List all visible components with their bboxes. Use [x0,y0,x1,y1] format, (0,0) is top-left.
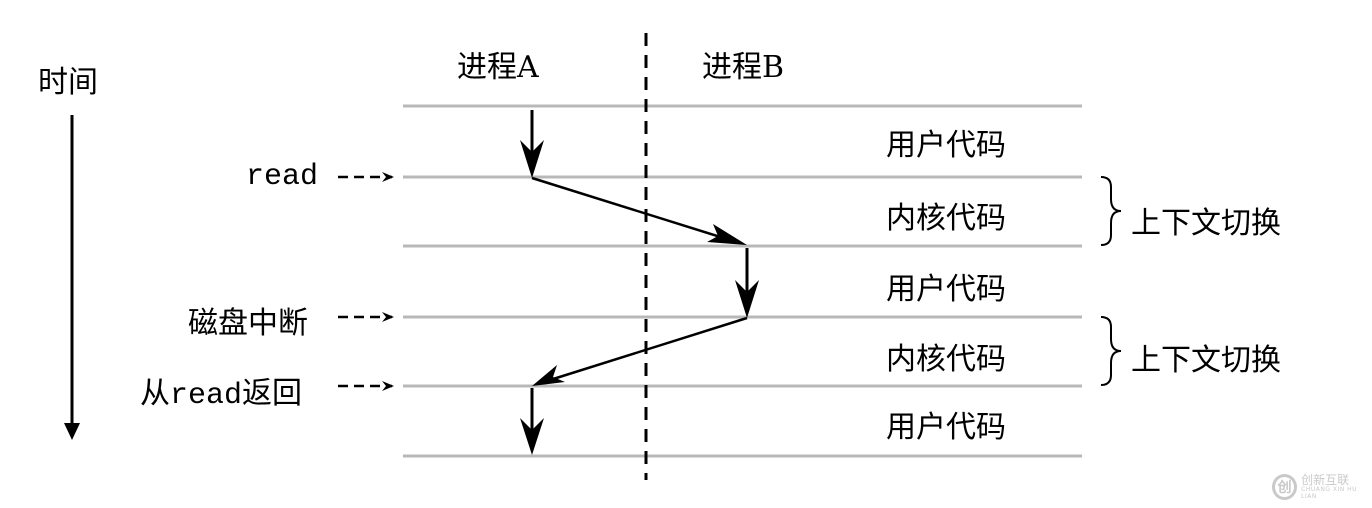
time-label: 时间 [38,65,98,100]
context-switch-label-1: 上下文切换 [1131,206,1281,241]
event-disk-interrupt-label: 磁盘中断 [188,306,308,341]
logo-icon: 创 [1272,474,1298,500]
watermark-sub: CHUANG XIN HU LIAN [1301,486,1358,500]
context-switch-brace-2 [1100,316,1122,386]
row-kernel-code-2: 内核代码 [886,342,1006,377]
flow-arrow-read-switch [531,176,747,245]
process-a-header: 进程A [457,50,539,85]
row-user-code-3: 用户代码 [886,410,1006,445]
return-prefix: 从 [140,376,170,411]
process-b-header: 进程B [702,50,785,85]
flow-arrow-b-user [735,248,759,318]
return-suffix: 返回 [242,376,303,411]
row-kernel-code-1: 内核代码 [886,201,1006,236]
context-switch-brace-1 [1100,176,1122,246]
watermark-logo: 创 创新互联 CHUANG XIN HU LIAN [1272,466,1372,508]
flow-arrow-interrupt-switch [532,316,748,386]
return-read-mono: read [170,379,243,413]
row-user-code-2: 用户代码 [886,272,1006,307]
time-axis-arrow [64,115,80,440]
event-read-label: read [246,160,319,194]
event-return-from-read-label: 从read返回 [140,368,302,413]
flow-arrow-a-user [520,110,544,178]
watermark-name: 创新互联 [1301,472,1350,487]
row-user-code-1: 用户代码 [886,128,1006,163]
flow-arrow-a-resume [520,388,544,455]
context-switch-label-2: 上下文切换 [1131,343,1281,378]
